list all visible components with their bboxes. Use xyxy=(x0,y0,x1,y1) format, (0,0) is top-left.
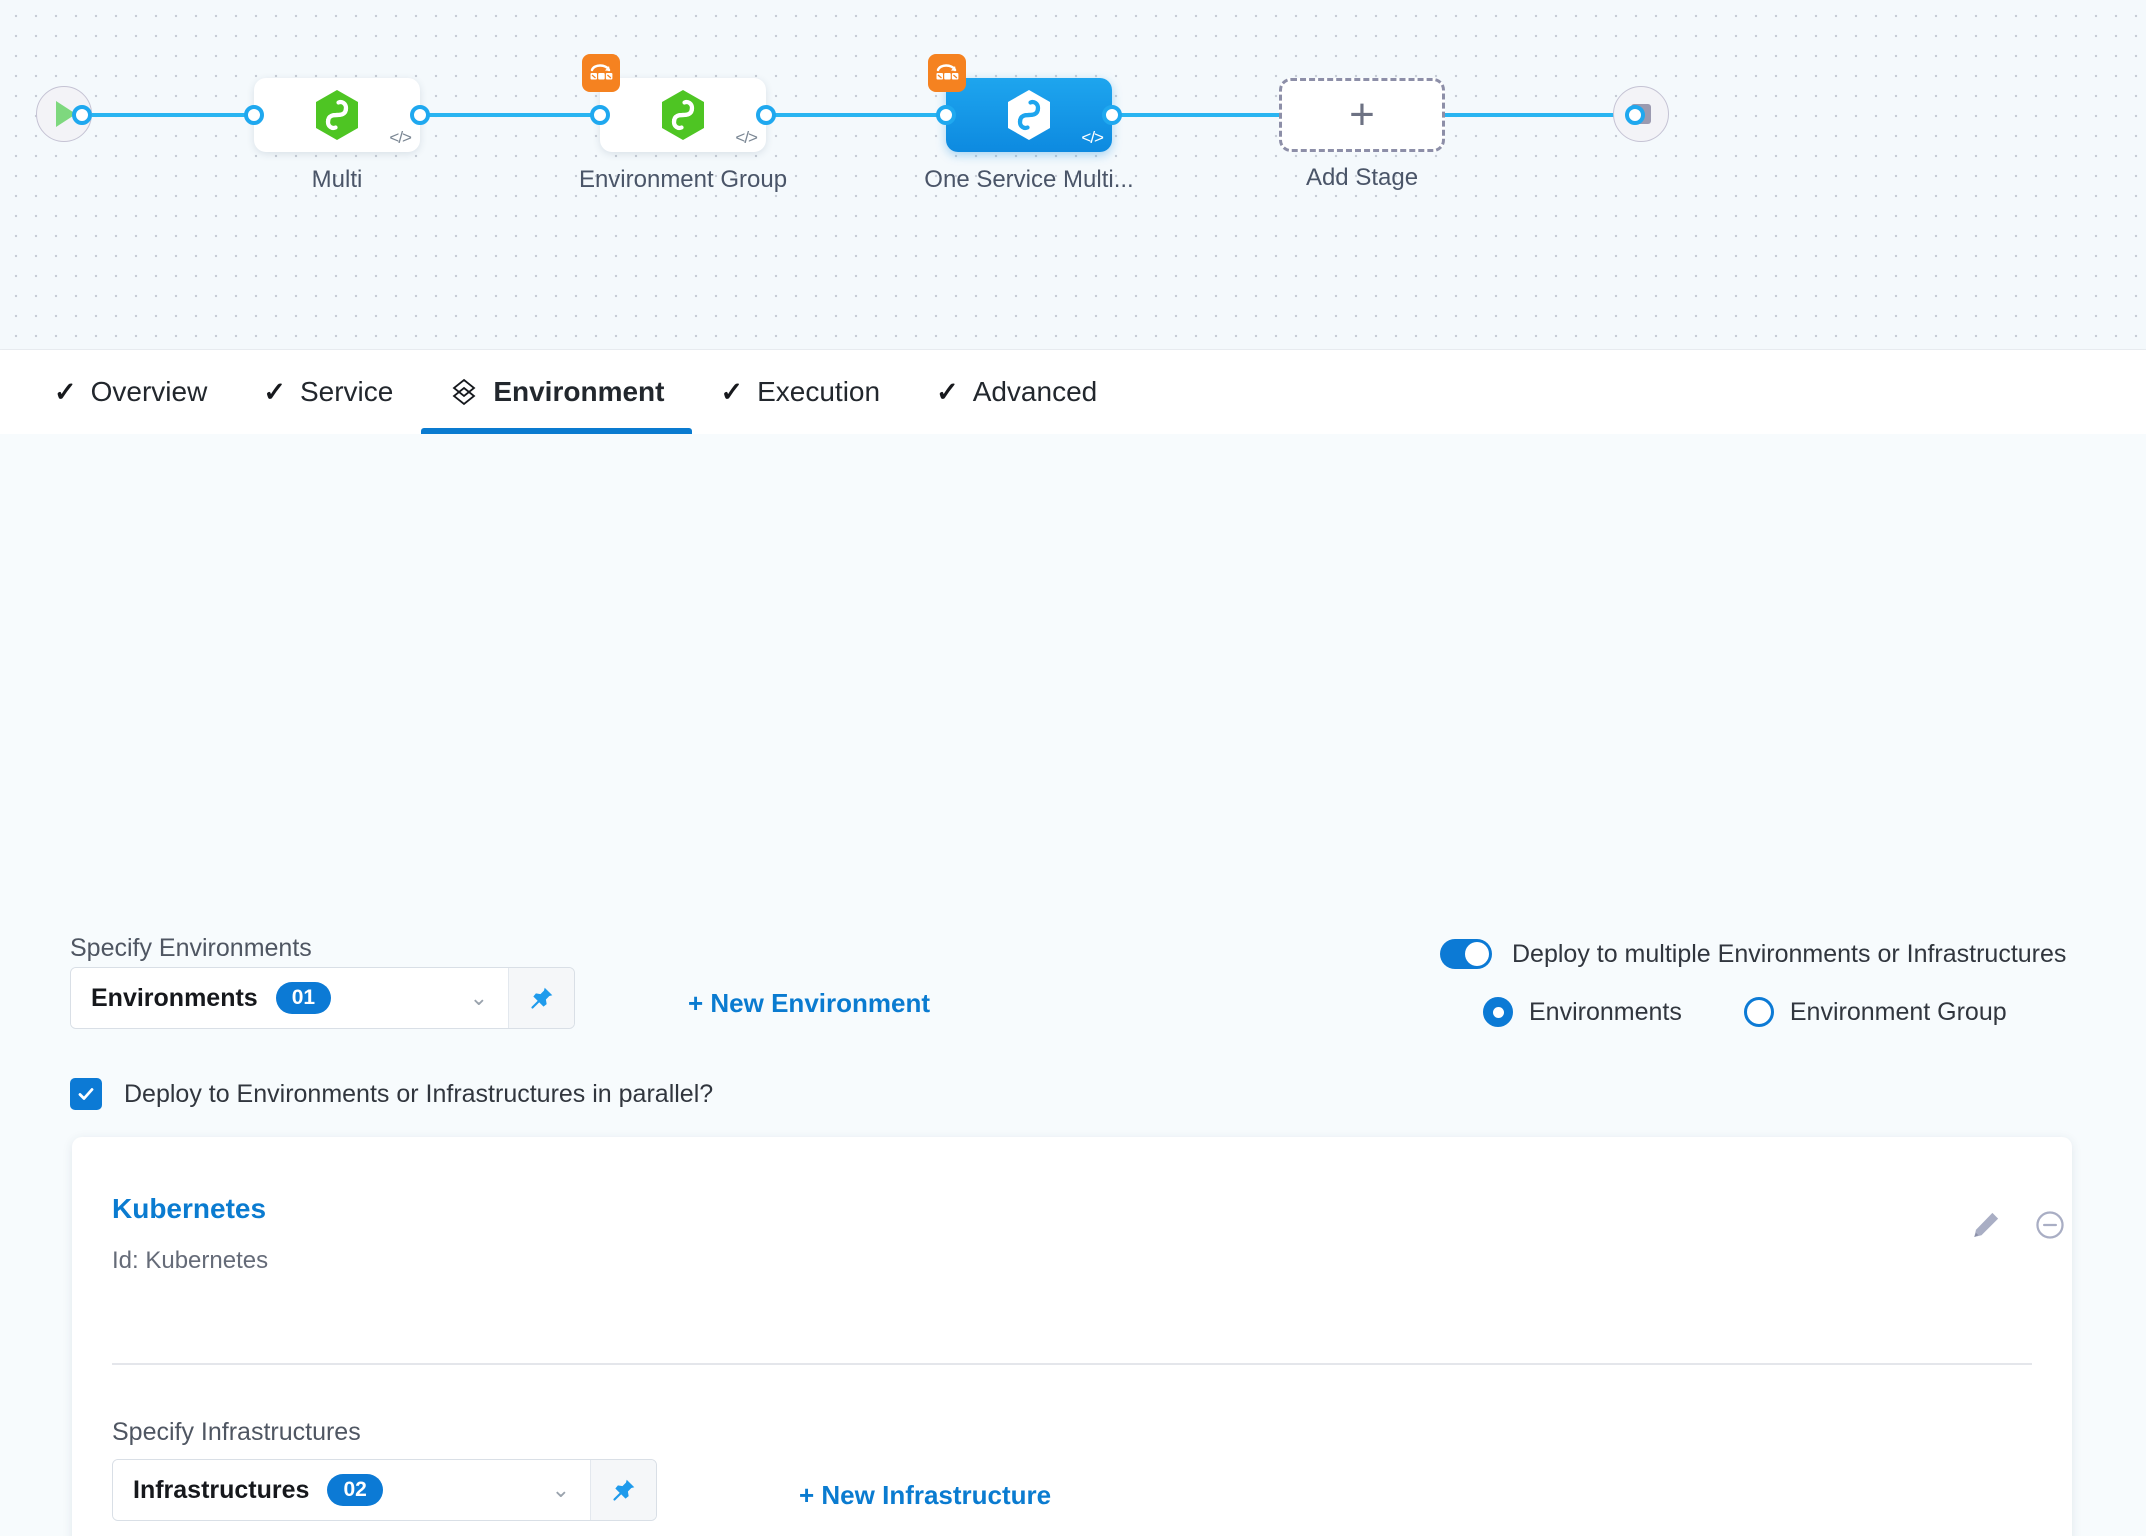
radio-environments-label: Environments xyxy=(1529,997,1682,1026)
minus-circle-icon xyxy=(2036,1211,2064,1239)
edge-one-to-addstage xyxy=(1120,113,1290,117)
new-environment-button[interactable]: + New Environment xyxy=(688,988,930,1018)
port-multi-out[interactable] xyxy=(410,105,430,125)
deploy-multiple-toggle-row[interactable]: Deploy to multiple Environments or Infra… xyxy=(1440,939,2066,969)
radio-environment-group-icon[interactable] xyxy=(1743,997,1774,1027)
infrastructures-count-badge: 02 xyxy=(327,1474,383,1506)
infrastructures-dropdown[interactable]: Infrastructures 02 ⌄ xyxy=(112,1459,657,1521)
pin-icon xyxy=(612,1479,634,1501)
environment-panel: Specify Environments Environments 01 ⌄ +… xyxy=(0,434,2146,1536)
port-one-in[interactable] xyxy=(936,105,956,125)
environment-title[interactable]: Kubernetes xyxy=(112,1193,267,1224)
matrix-strategy-icon xyxy=(582,54,620,92)
add-stage-button[interactable]: + xyxy=(1279,78,1445,152)
stage-node-one-service-multi[interactable]: </> xyxy=(928,54,1112,152)
parallel-checkbox-label: Deploy to Environments or Infrastructure… xyxy=(124,1079,714,1108)
check-icon: ✓ xyxy=(936,376,959,407)
port-envgroup-in[interactable] xyxy=(590,105,610,125)
deploy-target-radio-group[interactable]: Environments Environment Group xyxy=(1483,997,2007,1027)
card-divider xyxy=(112,1363,2032,1365)
tab-label: Advanced xyxy=(972,376,1098,407)
environment-remove-button[interactable] xyxy=(2034,1209,2066,1246)
check-icon: ✓ xyxy=(263,376,286,407)
port-one-out[interactable] xyxy=(1102,105,1122,125)
radio-environment-group-label: Environment Group xyxy=(1789,997,2007,1026)
edge-multi-to-envgroup xyxy=(428,113,608,117)
stage-node-environment-group[interactable]: </> xyxy=(582,54,766,152)
parallel-checkbox-row[interactable]: Deploy to Environments or Infrastructure… xyxy=(70,1078,713,1110)
chevron-down-icon: ⌄ xyxy=(469,985,488,1010)
pin-icon xyxy=(530,987,552,1009)
deploy-multiple-toggle-label: Deploy to multiple Environments or Infra… xyxy=(1512,939,2067,968)
check-icon xyxy=(78,1088,94,1100)
port-end-in[interactable] xyxy=(1625,105,1645,125)
code-icon: </> xyxy=(1081,128,1104,147)
pipeline-canvas[interactable]: </> Multi </> Environment Group xyxy=(0,0,2146,350)
tab-environment[interactable]: Environment xyxy=(421,350,693,434)
code-icon: </> xyxy=(389,128,412,147)
port-start-out[interactable] xyxy=(72,105,92,125)
tab-execution[interactable]: ✓ Execution xyxy=(692,350,908,434)
infrastructures-dropdown-value: Infrastructures xyxy=(133,1475,310,1504)
edge-start-to-multi xyxy=(82,113,262,117)
add-stage-label: Add Stage xyxy=(1305,164,1419,191)
stage-label-environment-group: Environment Group xyxy=(578,166,788,193)
specify-infrastructures-label: Specify Infrastructures xyxy=(112,1418,361,1446)
environments-dropdown[interactable]: Environments 01 ⌄ xyxy=(70,967,575,1029)
parallel-checkbox[interactable] xyxy=(70,1078,102,1110)
tab-advanced[interactable]: ✓ Advanced xyxy=(908,350,1125,434)
radio-environments-icon[interactable] xyxy=(1483,997,1513,1027)
matrix-strategy-icon xyxy=(928,54,966,92)
stage-label-one-service-multi: One Service Multi... xyxy=(924,166,1134,193)
port-multi-in[interactable] xyxy=(244,105,264,125)
port-envgroup-out[interactable] xyxy=(756,105,776,125)
tab-label: Execution xyxy=(757,376,881,407)
environments-dropdown-main[interactable]: Environments 01 ⌄ xyxy=(71,968,508,1028)
check-icon: ✓ xyxy=(54,376,77,407)
environment-icon xyxy=(449,377,479,407)
pencil-icon xyxy=(1974,1212,1999,1237)
edge-addstage-to-end xyxy=(1435,113,1635,117)
infrastructures-pin-button[interactable] xyxy=(590,1460,656,1520)
radio-option-environment-group[interactable]: Environment Group xyxy=(1743,997,2007,1027)
environments-pin-button[interactable] xyxy=(508,968,574,1028)
environments-count-badge: 01 xyxy=(275,982,332,1014)
radio-option-environments[interactable]: Environments xyxy=(1483,997,1682,1027)
stage-node-multi[interactable]: </> xyxy=(254,78,420,152)
play-icon xyxy=(56,101,76,127)
environment-edit-button[interactable] xyxy=(1970,1209,2002,1246)
harness-hexagon-icon xyxy=(1008,90,1050,140)
tab-overview[interactable]: ✓ Overview xyxy=(26,350,235,434)
specify-environments-label: Specify Environments xyxy=(70,934,312,962)
environments-dropdown-value: Environments xyxy=(91,983,258,1012)
stage-label-multi: Multi xyxy=(311,166,363,193)
harness-hexagon-icon xyxy=(662,90,704,140)
stage-tab-bar[interactable]: ✓ Overview ✓ Service Environment ✓ Execu… xyxy=(0,350,2146,434)
tab-label: Environment xyxy=(493,376,665,407)
infrastructures-dropdown-main[interactable]: Infrastructures 02 ⌄ xyxy=(113,1460,590,1520)
tab-label: Service xyxy=(299,376,394,407)
deploy-multiple-toggle[interactable] xyxy=(1440,939,1492,969)
tab-service[interactable]: ✓ Service xyxy=(235,350,421,434)
chevron-down-icon: ⌄ xyxy=(551,1477,570,1502)
edge-envgroup-to-one xyxy=(774,113,954,117)
tab-label: Overview xyxy=(90,376,208,407)
toggle-knob xyxy=(1465,942,1489,966)
code-icon: </> xyxy=(735,128,758,147)
environment-id: Id: Kubernetes xyxy=(112,1247,269,1274)
plus-icon: + xyxy=(1349,89,1375,139)
environment-card: Kubernetes Id: Kubernetes Specify Infras… xyxy=(72,1137,2072,1536)
new-infrastructure-button[interactable]: + New Infrastructure xyxy=(799,1480,1052,1510)
harness-hexagon-icon xyxy=(316,90,358,140)
check-icon: ✓ xyxy=(720,376,744,407)
